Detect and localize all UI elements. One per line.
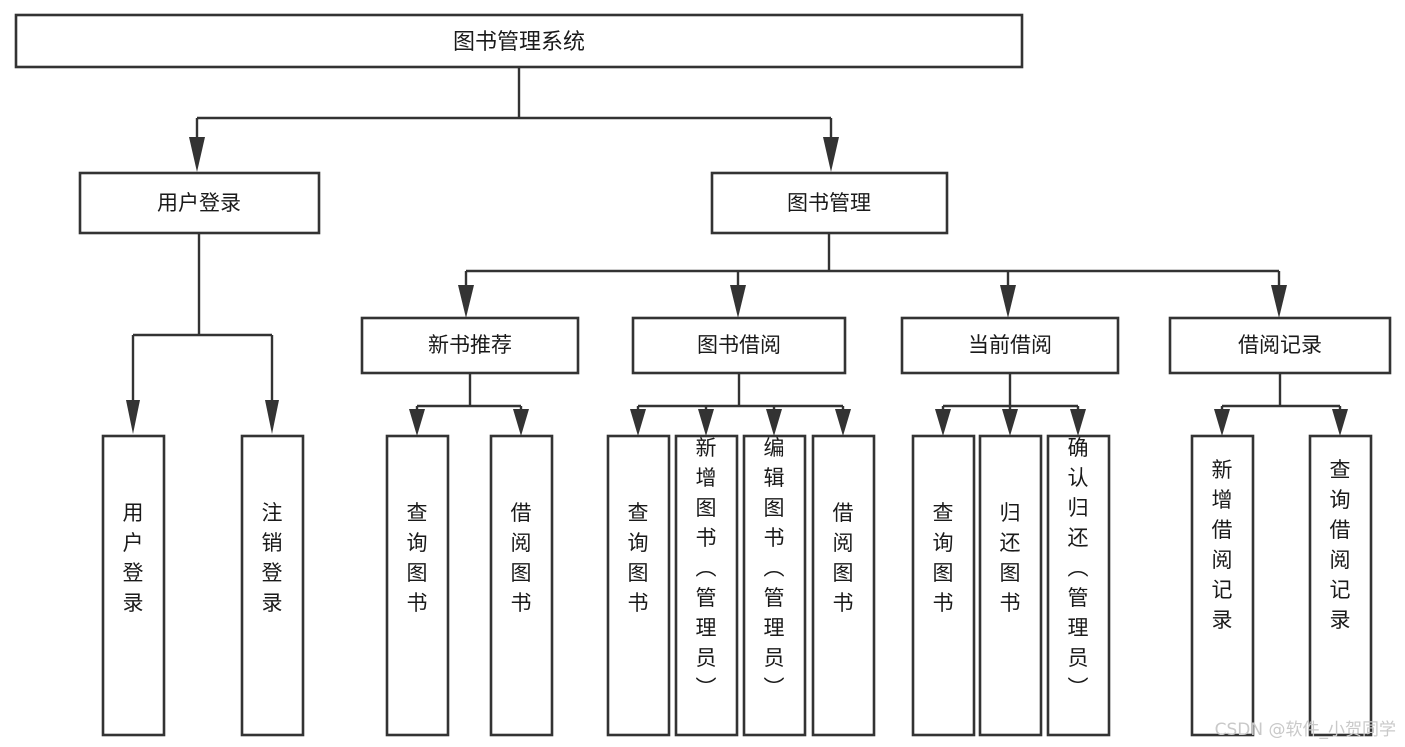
arrow-cb-leaf-1: [935, 409, 951, 436]
node-user-login[interactable]: 用户登录: [78, 171, 321, 235]
leaf-query-book-2-box[interactable]: [606, 434, 671, 737]
node-current-borrow-box[interactable]: [900, 316, 1120, 375]
leaf-user-login[interactable]: 用户登录: [101, 434, 166, 737]
arrow-nbr-leaf-1: [409, 409, 425, 436]
arrow-cb-leaf-3: [1070, 409, 1086, 436]
leaf-query-record-label: 查询借阅记录: [1330, 458, 1351, 632]
leaf-query-book-2[interactable]: 查询图书: [606, 434, 671, 737]
leaf-edit-book[interactable]: 编辑图书︵管理员︶: [742, 434, 807, 737]
leaf-edit-book-box[interactable]: [742, 434, 807, 737]
node-root-label: 图书管理系统: [453, 30, 585, 55]
arrow-bm-to-borrow-record: [1271, 285, 1287, 318]
leaf-borrow-book-1[interactable]: 借阅图书: [489, 434, 554, 737]
connector-layer: [126, 67, 1348, 436]
leaf-borrow-book-1-label: 借阅图书: [511, 501, 532, 615]
leaf-query-record[interactable]: 查询借阅记录: [1308, 434, 1373, 737]
leaf-add-record-label: 新增借阅记录: [1212, 458, 1233, 632]
leaf-add-book-box[interactable]: [674, 434, 739, 737]
node-borrow-record-box[interactable]: [1168, 316, 1392, 375]
arrow-br-leaf-1: [1214, 409, 1230, 436]
arrow-bb-leaf-4: [835, 409, 851, 436]
arrow-cb-leaf-2: [1002, 409, 1018, 436]
node-book-borrow-box[interactable]: [631, 316, 847, 375]
leaf-add-book-label: 新增图书︵管理员︶: [696, 436, 717, 700]
arrow-bm-to-current-borrow: [1000, 285, 1016, 318]
node-new-book-rec[interactable]: 新书推荐: [360, 316, 580, 375]
leaf-query-book-2-label: 查询图书: [628, 501, 649, 615]
leaf-query-book-1[interactable]: 查询图书: [385, 434, 450, 737]
node-current-borrow[interactable]: 当前借阅: [900, 316, 1120, 375]
node-new-book-rec-box[interactable]: [360, 316, 580, 375]
leaf-query-book-1-label: 查询图书: [407, 501, 428, 615]
node-borrow-record-label: 借阅记录: [1238, 333, 1322, 357]
node-root-box[interactable]: [14, 13, 1024, 69]
leaf-return-book-label: 归还图书: [1000, 501, 1021, 615]
leaf-query-book-3-label: 查询图书: [933, 501, 954, 615]
arrow-nbr-leaf-2: [513, 409, 529, 436]
leaf-return-book-box[interactable]: [978, 434, 1043, 737]
arrow-br-leaf-2: [1332, 409, 1348, 436]
leaf-user-logout-label: 注销登录: [262, 501, 283, 615]
node-new-book-rec-label: 新书推荐: [428, 333, 512, 357]
leaf-user-logout[interactable]: 注销登录: [240, 434, 305, 737]
node-book-borrow[interactable]: 图书借阅: [631, 316, 847, 375]
arrow-bb-leaf-3: [766, 409, 782, 436]
leaf-borrow-book-2-box[interactable]: [811, 434, 876, 737]
node-root[interactable]: 图书管理系统: [14, 13, 1024, 69]
arrow-bm-to-new-book-rec: [458, 285, 474, 318]
csdn-watermark: CSDN @软件_小贺同学: [1215, 720, 1396, 740]
leaf-user-login-box[interactable]: [101, 434, 166, 737]
leaf-query-book-3[interactable]: 查询图书: [911, 434, 976, 737]
leaf-query-record-box[interactable]: [1308, 434, 1373, 737]
leaf-borrow-book-2[interactable]: 借阅图书: [811, 434, 876, 737]
arrow-bm-to-book-borrow: [730, 285, 746, 318]
arrow-root-to-book-manage: [823, 137, 839, 172]
leaf-add-book[interactable]: 新增图书︵管理员︶: [674, 434, 739, 737]
arrow-root-to-user-login: [189, 137, 205, 172]
arrow-user-login-leaf-1: [126, 400, 140, 434]
arrow-user-login-leaf-2: [265, 400, 279, 434]
node-user-login-label: 用户登录: [157, 191, 241, 215]
node-borrow-record[interactable]: 借阅记录: [1168, 316, 1392, 375]
leaf-edit-book-label: 编辑图书︵管理员︶: [764, 436, 785, 700]
leaf-confirm-return-box[interactable]: [1046, 434, 1111, 737]
leaf-query-book-1-box[interactable]: [385, 434, 450, 737]
leaf-user-logout-box[interactable]: [240, 434, 305, 737]
leaf-borrow-book-2-label: 借阅图书: [833, 501, 854, 615]
leaf-borrow-book-1-box[interactable]: [489, 434, 554, 737]
node-book-manage-box[interactable]: [710, 171, 949, 235]
node-current-borrow-label: 当前借阅: [968, 333, 1052, 357]
leaf-confirm-return[interactable]: 确认归还︵管理员︶: [1046, 434, 1111, 737]
arrow-bb-leaf-2: [698, 409, 714, 436]
leaf-return-book[interactable]: 归还图书: [978, 434, 1043, 737]
leaf-add-record-box[interactable]: [1190, 434, 1255, 737]
leaf-user-login-label: 用户登录: [123, 501, 144, 615]
arrow-bb-leaf-1: [630, 409, 646, 436]
node-book-borrow-label: 图书借阅: [697, 333, 781, 357]
node-user-login-box[interactable]: [78, 171, 321, 235]
node-book-manage-label: 图书管理: [787, 191, 871, 215]
leaf-confirm-return-label: 确认归还︵管理员︶: [1068, 436, 1089, 700]
leaf-add-record[interactable]: 新增借阅记录: [1190, 434, 1255, 737]
leaf-query-book-3-box[interactable]: [911, 434, 976, 737]
node-book-manage[interactable]: 图书管理: [710, 171, 949, 235]
